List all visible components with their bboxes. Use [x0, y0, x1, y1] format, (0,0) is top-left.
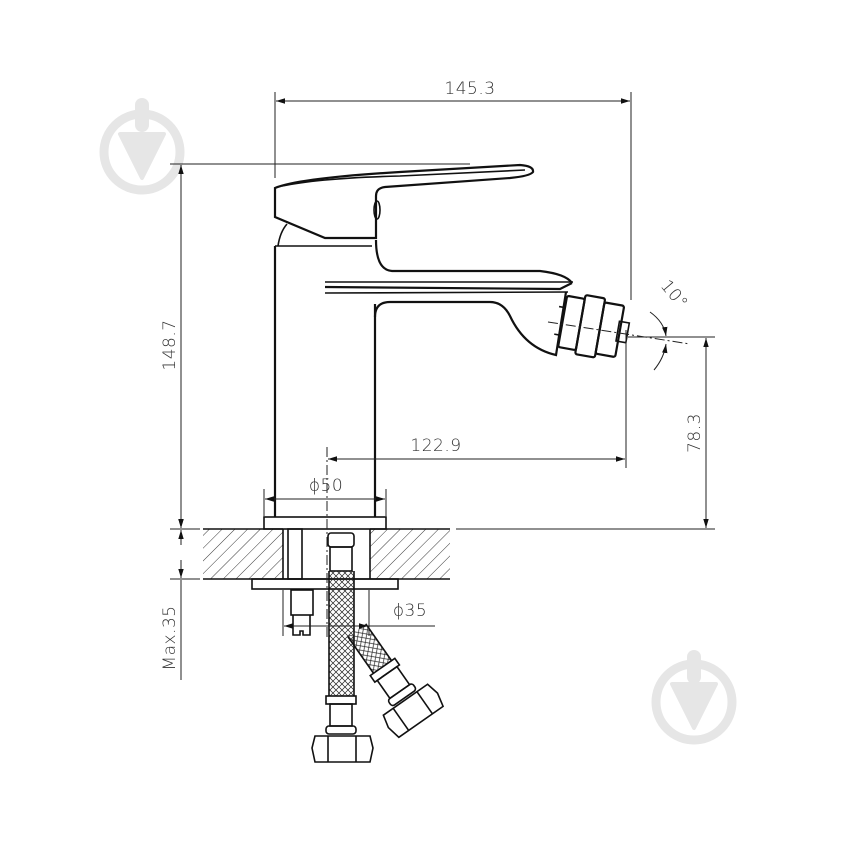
label-max-35: Max.35: [160, 605, 180, 670]
dimension-spout-reach: 122.9: [328, 330, 627, 468]
fixing-plate: [251, 578, 399, 590]
label-148-7: 148.7: [160, 319, 180, 370]
label-phi-50: ϕ50: [309, 476, 343, 496]
flexible-hose-hot: [347, 623, 445, 739]
aerator-axis: [547, 321, 691, 345]
mounting-stud: [287, 528, 314, 636]
lever-handle: [273, 163, 535, 240]
watermark-logo-bottom-right: [651, 650, 737, 745]
dimension-overall-height: 148.7: [160, 163, 470, 528]
faucet-body: [273, 223, 377, 517]
dimension-hole-diameter: ϕ35: [282, 590, 435, 636]
base-flange: [263, 516, 387, 530]
dimension-countertop-thickness: Max.35: [160, 510, 200, 680]
swivel-aerator: [554, 294, 631, 359]
label-122-9: 122.9: [410, 436, 461, 456]
watermark-logo-top-left: [99, 98, 185, 195]
label-78-3: 78.3: [685, 413, 705, 453]
label-145-3: 145.3: [444, 79, 495, 99]
spout: [324, 239, 573, 357]
label-10-deg: 10°: [656, 276, 692, 313]
dimension-overall-length: 145.3: [274, 79, 632, 300]
dimension-spout-height: 78.3: [456, 336, 715, 530]
dimension-aerator-angle: 10°: [649, 276, 692, 371]
countertop: [203, 528, 450, 580]
flexible-hose-cold: [311, 532, 374, 763]
dimension-base-diameter: ϕ50: [263, 476, 387, 516]
label-phi-35: ϕ35: [393, 601, 427, 621]
